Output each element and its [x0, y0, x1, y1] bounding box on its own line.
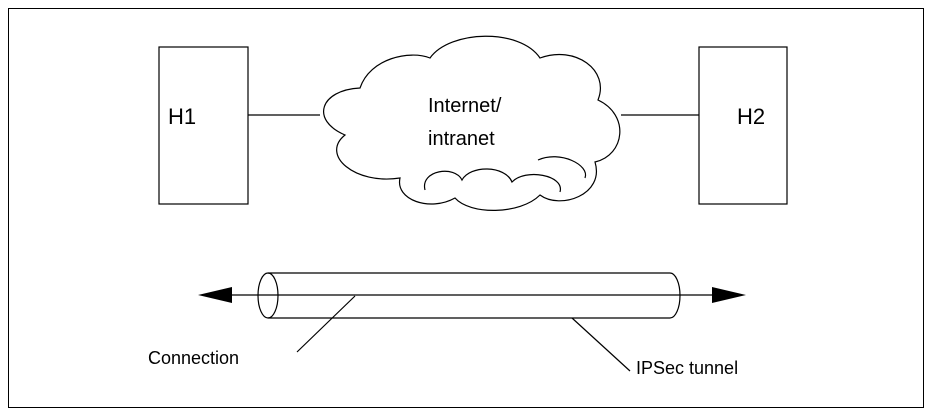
cloud-inner-bumps	[424, 168, 561, 193]
connection-label: Connection	[148, 348, 239, 368]
bidirectional-arrow	[198, 287, 746, 303]
cloud-inner-bump-right	[537, 156, 587, 179]
host-h2: H2	[698, 46, 788, 205]
host-h1-label: H1	[168, 104, 196, 129]
tunnel-back-rim	[669, 272, 681, 319]
ipsec-tunnel	[257, 272, 681, 319]
cloud-outline	[323, 35, 621, 211]
host-h1: H1	[158, 46, 249, 205]
internet-cloud: Internet/ intranet	[323, 35, 621, 211]
tunnel-front-opening	[257, 272, 279, 319]
host-h2-box	[698, 46, 788, 205]
arrow-head-right-icon	[712, 287, 746, 303]
connection-leader-line	[296, 295, 356, 353]
host-h2-label: H2	[737, 104, 765, 129]
tunnel-leader-line	[571, 317, 631, 372]
arrow-head-left-icon	[198, 287, 232, 303]
cloud-label-line2: intranet	[428, 128, 495, 150]
tunnel-label: IPSec tunnel	[636, 358, 738, 378]
cloud-label-line1: Internet/	[428, 95, 502, 117]
host-h1-box	[158, 46, 249, 205]
